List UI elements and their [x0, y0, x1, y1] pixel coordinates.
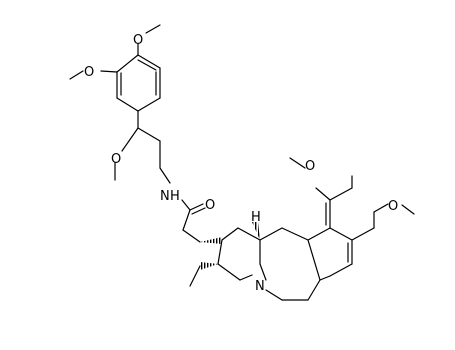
ring-core [189, 222, 321, 301]
methoxy-top [137, 24, 161, 56]
side-chain [114, 110, 206, 243]
methoxy-right [373, 203, 415, 215]
oxygen-top-label: O [133, 33, 143, 48]
nitrogen-amide-label: N [160, 189, 170, 204]
oxygen-right-label: O [388, 199, 398, 214]
oxygen-carbonyl-label: O [205, 198, 215, 213]
dimethoxyphenyl-ring [116, 54, 161, 112]
oxygen-right-top-label: O [305, 159, 315, 174]
right-aromatic-ring [307, 175, 375, 281]
hydrogen-amide-label: H [170, 189, 180, 204]
hydrogen-stereo-label: H [251, 210, 261, 225]
oxygen-left-ring-label: O [84, 65, 94, 80]
methoxy-left [69, 70, 118, 80]
oxygen-side-chain-label: O [111, 152, 121, 167]
methoxy-right-top [289, 157, 331, 201]
nitrogen-ring-label: N [255, 279, 265, 294]
